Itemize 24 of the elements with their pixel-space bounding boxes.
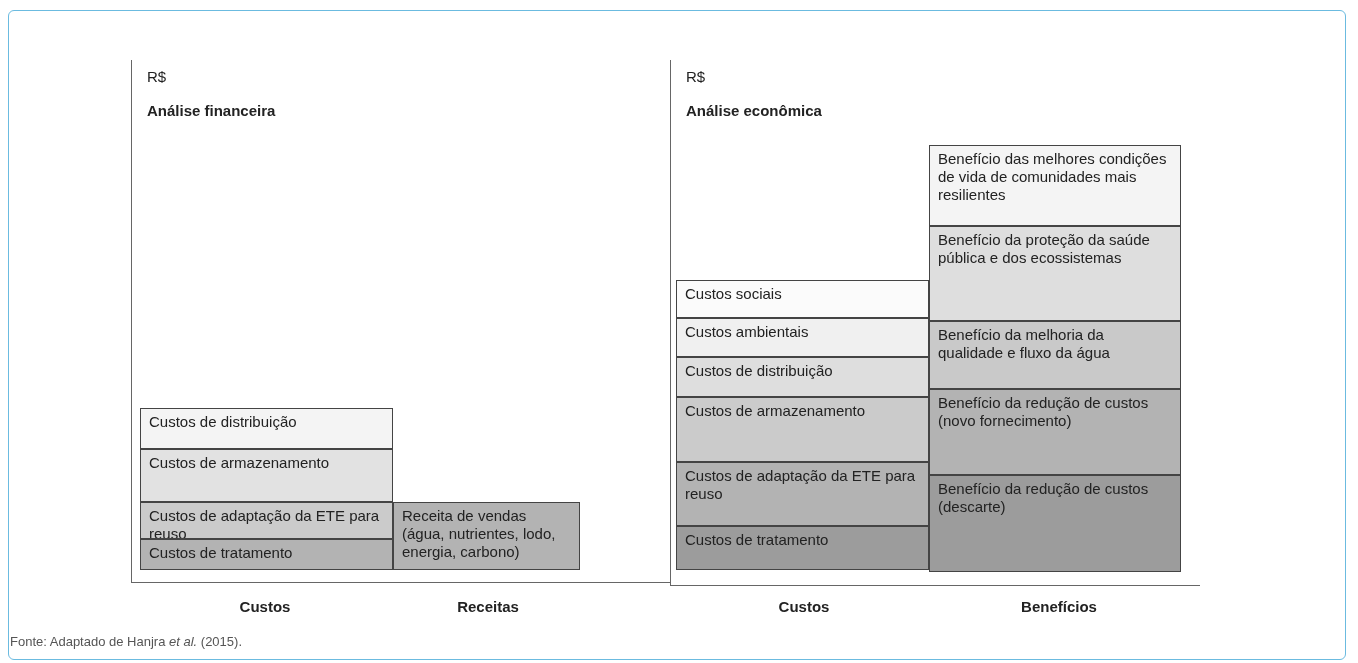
stacked-bar-segment: Custos de armazenamento bbox=[140, 449, 393, 502]
stacked-bar-segment: Benefício da redução de custos (descarte) bbox=[929, 475, 1181, 572]
stacked-bar-segment: Benefício das melhores condições de vida de comunidades mais resilientes bbox=[929, 145, 1181, 226]
stacked-bar-segment: Custos de distribuição bbox=[140, 408, 393, 449]
unit-label: R$ bbox=[686, 68, 706, 85]
source-caption: Fonte: Adaptado de Hanjra et al. (2015). bbox=[10, 634, 242, 649]
stacked-bar-segment: Custos sociais bbox=[676, 280, 929, 318]
stacked-bar-segment: Benefício da melhoria da qualidade e fluxo da água bbox=[929, 321, 1181, 389]
stacked-bar-segment: Receita de vendas (água, nutrientes, lodo, energia, carbono) bbox=[393, 502, 580, 570]
axis-category-label: Custos bbox=[778, 598, 830, 615]
axis-category-label: Benefícios bbox=[1021, 598, 1097, 615]
panel-title: Análise econômica bbox=[686, 102, 822, 119]
panel-title: Análise financeira bbox=[147, 102, 276, 119]
stacked-bar-segment: Custos ambientais bbox=[676, 318, 929, 357]
stacked-bar-segment: Benefício da redução de custos (novo fornecimento) bbox=[929, 389, 1181, 475]
stacked-bar-segment: Benefício da proteção da saúde pública e dos ecossistemas bbox=[929, 226, 1181, 321]
stacked-bar-segment: Custos de armazenamento bbox=[676, 397, 929, 462]
axis-category-label: Receitas bbox=[457, 598, 519, 615]
stacked-bar-segment: Custos de adaptação da ETE para reuso bbox=[676, 462, 929, 526]
stacked-bar-segment: Custos de distribuição bbox=[676, 357, 929, 397]
stacked-bar-segment: Custos de tratamento bbox=[676, 526, 929, 570]
axis-category-label: Custos bbox=[239, 598, 291, 615]
stacked-bar-segment: Custos de tratamento bbox=[140, 539, 393, 570]
unit-label: R$ bbox=[147, 68, 167, 85]
